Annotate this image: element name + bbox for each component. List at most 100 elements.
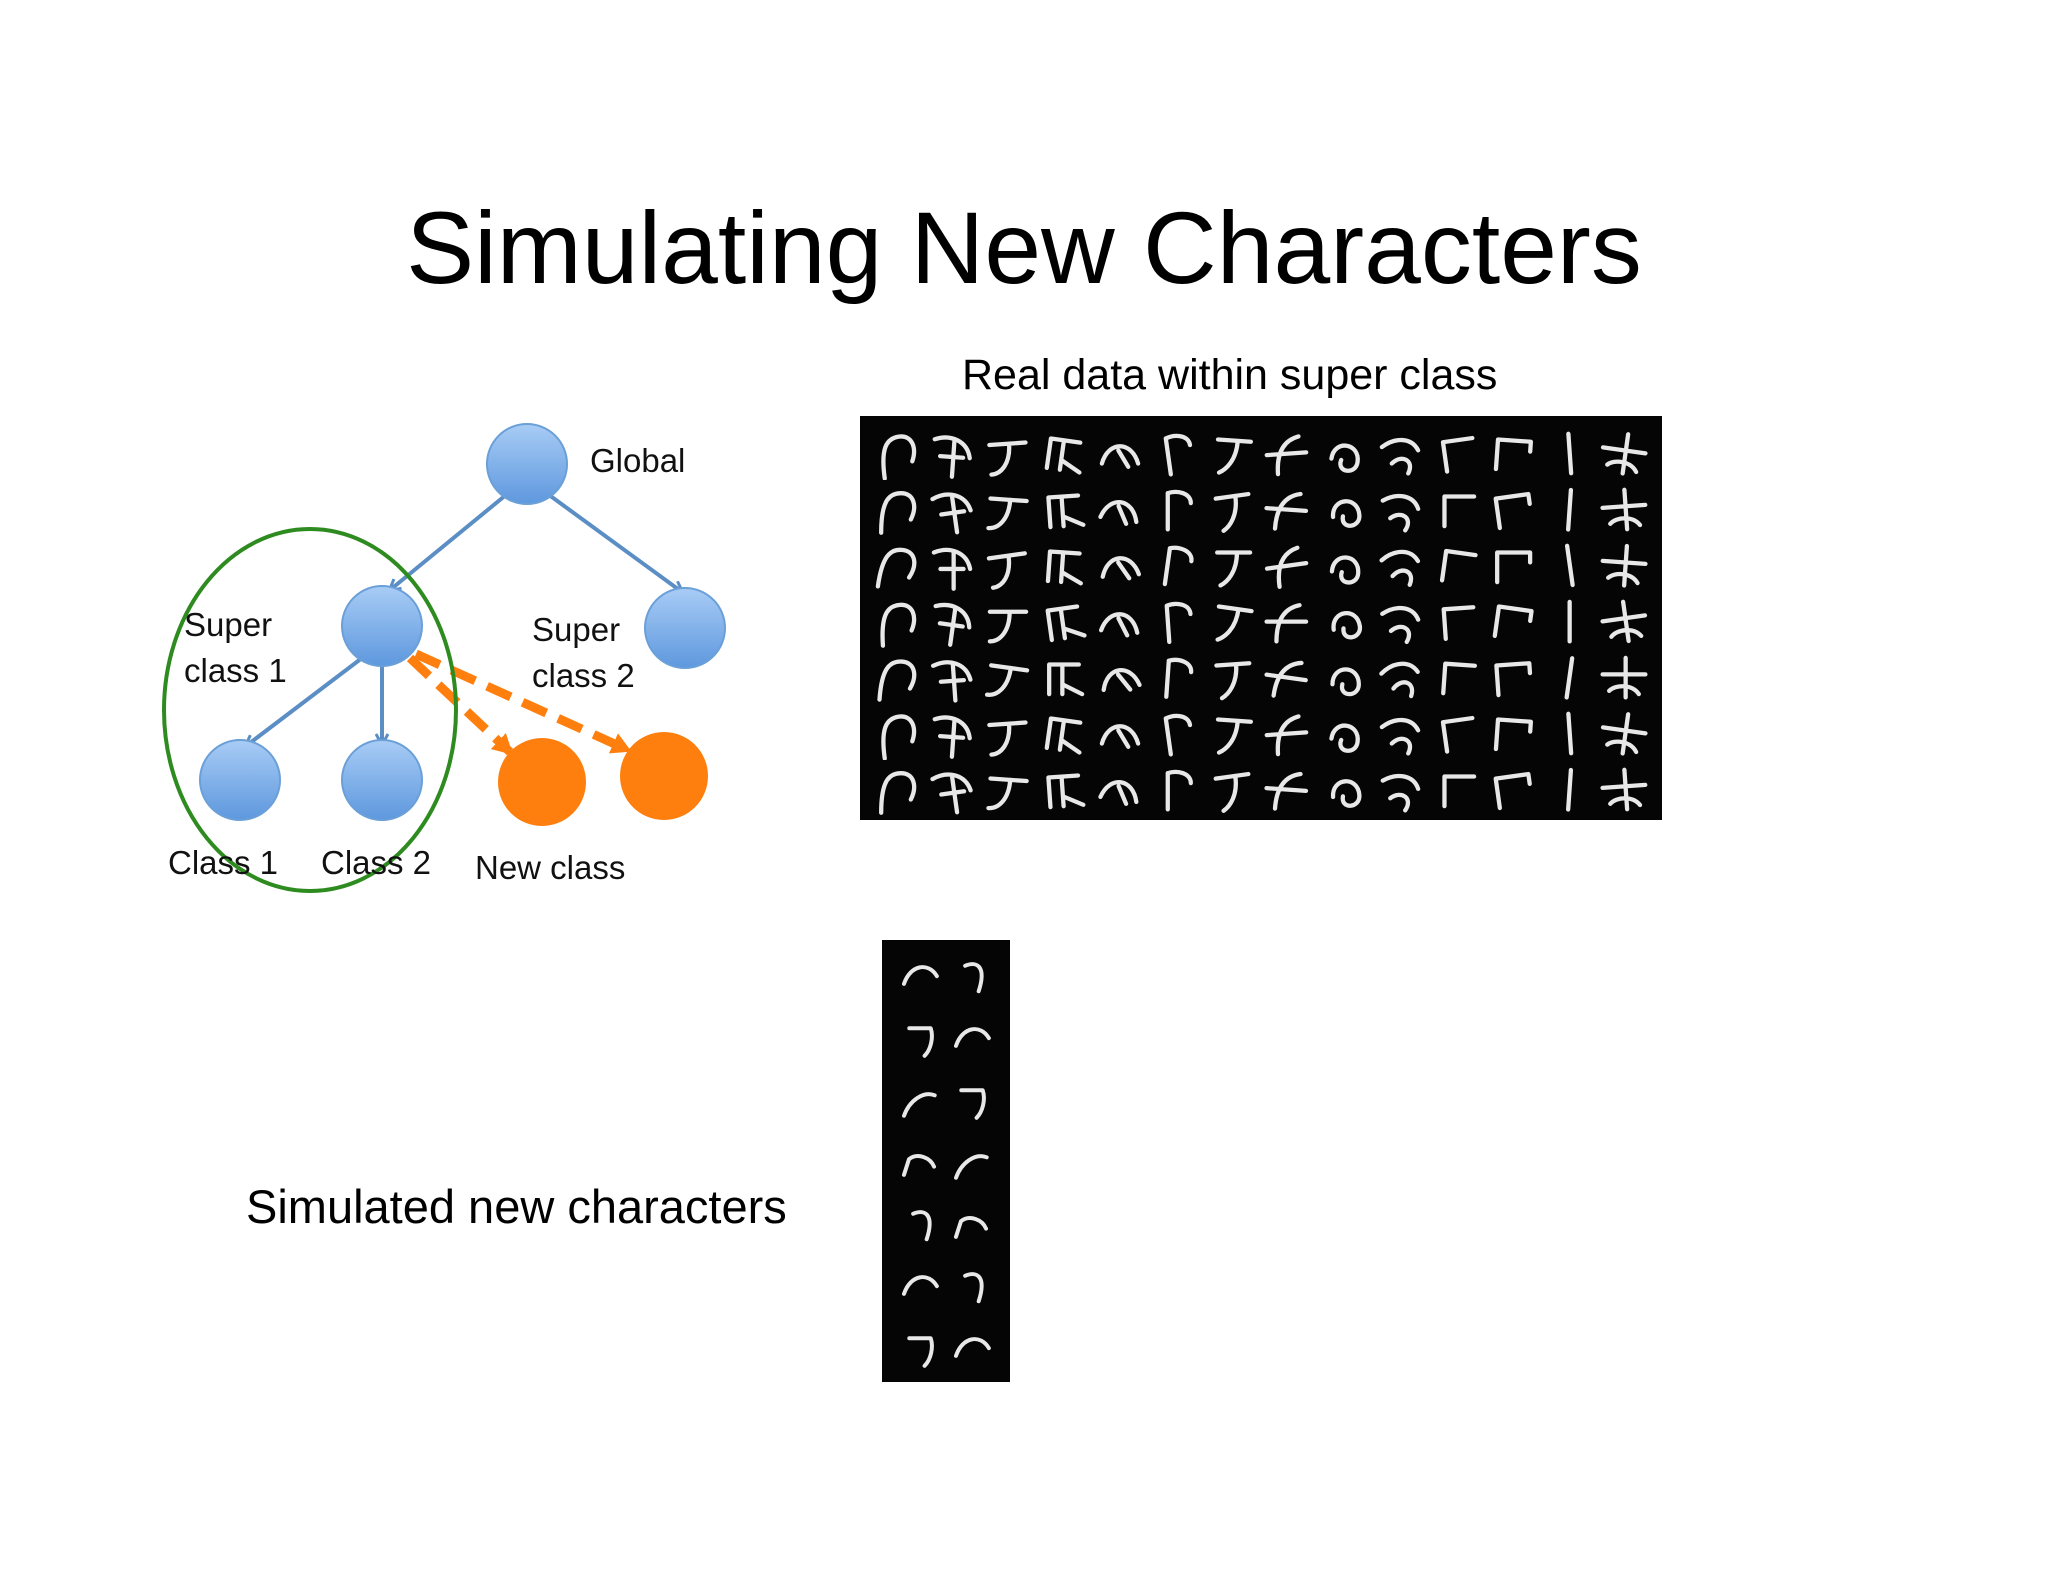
real-character-glyph [1045, 549, 1083, 586]
real-character-glyph [1379, 661, 1420, 699]
real-character-glyph [1379, 549, 1421, 587]
real-character-stroke [879, 491, 917, 535]
real-character-glyph [1047, 662, 1085, 697]
real-character-glyph [880, 602, 917, 648]
new-class-node-1 [498, 738, 586, 826]
real-character-stroke [1215, 437, 1254, 475]
real-character-stroke [1380, 493, 1421, 533]
real-character-cell [1260, 760, 1316, 816]
super-class-1-grouping-ellipse [162, 527, 458, 893]
simulated-character-glyph [953, 1337, 991, 1358]
real-character-cell [980, 480, 1036, 536]
real-character-cell [1540, 704, 1596, 760]
real-character-glyph [1564, 656, 1575, 700]
real-character-glyph [1439, 548, 1478, 583]
real-character-cell [1428, 536, 1484, 592]
class-2-node [341, 739, 423, 821]
real-character-glyph [1213, 771, 1251, 813]
real-character-cell [1260, 480, 1316, 536]
simulated-character-glyph [911, 1210, 932, 1242]
real-character-cell [1596, 480, 1652, 536]
real-character-cell [924, 592, 980, 648]
real-character-stroke [1215, 550, 1253, 588]
real-character-cell [1204, 536, 1260, 592]
real-character-stroke [1214, 661, 1252, 701]
hierarchy-diagram: Global Super class 1 Super class 2 Class… [162, 423, 726, 893]
simulated-character-cell [946, 1194, 998, 1256]
global-label: Global [590, 442, 685, 479]
real-character-glyph [877, 659, 917, 702]
real-characters-grid [860, 416, 1662, 820]
real-character-stroke [1600, 487, 1648, 532]
real-character-glyph [930, 492, 973, 535]
real-character-glyph [986, 496, 1029, 531]
real-character-glyph [1440, 435, 1475, 474]
real-character-stroke [1330, 779, 1362, 808]
real-character-stroke [1264, 660, 1308, 698]
real-character-stroke [1329, 555, 1361, 585]
real-character-glyph [1492, 604, 1534, 639]
real-character-glyph [1380, 493, 1421, 533]
real-character-cell [1428, 480, 1484, 536]
real-character-stroke [1101, 668, 1142, 693]
class-2-label: Class 2 [321, 844, 431, 881]
real-character-cell [1484, 592, 1540, 648]
real-character-stroke [1379, 549, 1421, 587]
real-character-stroke [877, 659, 917, 702]
real-character-glyph [984, 663, 1030, 697]
real-character-cell [868, 536, 924, 592]
real-character-glyph [881, 434, 917, 481]
real-character-glyph [1600, 432, 1648, 476]
real-character-glyph [1493, 771, 1532, 811]
real-character-cell [1540, 592, 1596, 648]
real-character-glyph [1441, 605, 1476, 642]
real-character-glyph [1566, 711, 1574, 756]
real-character-glyph [1264, 771, 1309, 811]
real-character-cell [980, 760, 1036, 816]
edge-global-super2 [543, 490, 682, 592]
real-character-stroke [1264, 491, 1309, 531]
real-character-cell [1036, 760, 1092, 816]
edge-super1-class1 [246, 656, 364, 746]
real-character-glyph [1331, 611, 1362, 640]
real-character-stroke [1164, 601, 1193, 645]
simulated-character-glyph [901, 1154, 937, 1177]
real-character-stroke [875, 547, 917, 589]
real-character-cell [1148, 760, 1204, 816]
simulated-character-stroke [963, 1272, 984, 1304]
real-character-cell [1092, 424, 1148, 480]
simulated-character-glyph [959, 1088, 986, 1120]
real-character-stroke [933, 602, 972, 647]
real-character-cell [1148, 592, 1204, 648]
real-character-glyph [1329, 443, 1360, 473]
real-character-glyph [1329, 723, 1360, 753]
real-character-cell [1260, 424, 1316, 480]
real-character-glyph [1379, 717, 1421, 756]
real-character-stroke [1100, 556, 1142, 581]
real-character-cell [1036, 480, 1092, 536]
real-character-glyph [1164, 657, 1194, 699]
real-character-glyph [932, 715, 972, 759]
real-character-stroke [1566, 487, 1574, 532]
real-character-glyph [1264, 491, 1309, 531]
real-character-glyph [879, 491, 917, 535]
real-character-stroke [1379, 717, 1421, 756]
real-character-cell [1036, 704, 1092, 760]
real-character-glyph [1163, 713, 1193, 757]
real-character-stroke [1264, 603, 1309, 644]
real-character-cell [1148, 480, 1204, 536]
simulated-character-cell [894, 1008, 946, 1070]
real-character-stroke [1047, 662, 1085, 697]
real-character-cell [1092, 648, 1148, 704]
real-character-stroke [930, 660, 973, 703]
real-character-glyph [1564, 543, 1575, 588]
real-character-stroke [1098, 780, 1139, 806]
real-character-glyph [1264, 714, 1309, 757]
real-character-cell [1092, 760, 1148, 816]
real-character-cell [868, 424, 924, 481]
real-character-glyph [1099, 444, 1141, 469]
real-character-stroke [1215, 717, 1254, 755]
real-character-glyph [1380, 773, 1421, 813]
real-character-stroke [1165, 489, 1193, 532]
simulated-character-cell [894, 1070, 946, 1132]
